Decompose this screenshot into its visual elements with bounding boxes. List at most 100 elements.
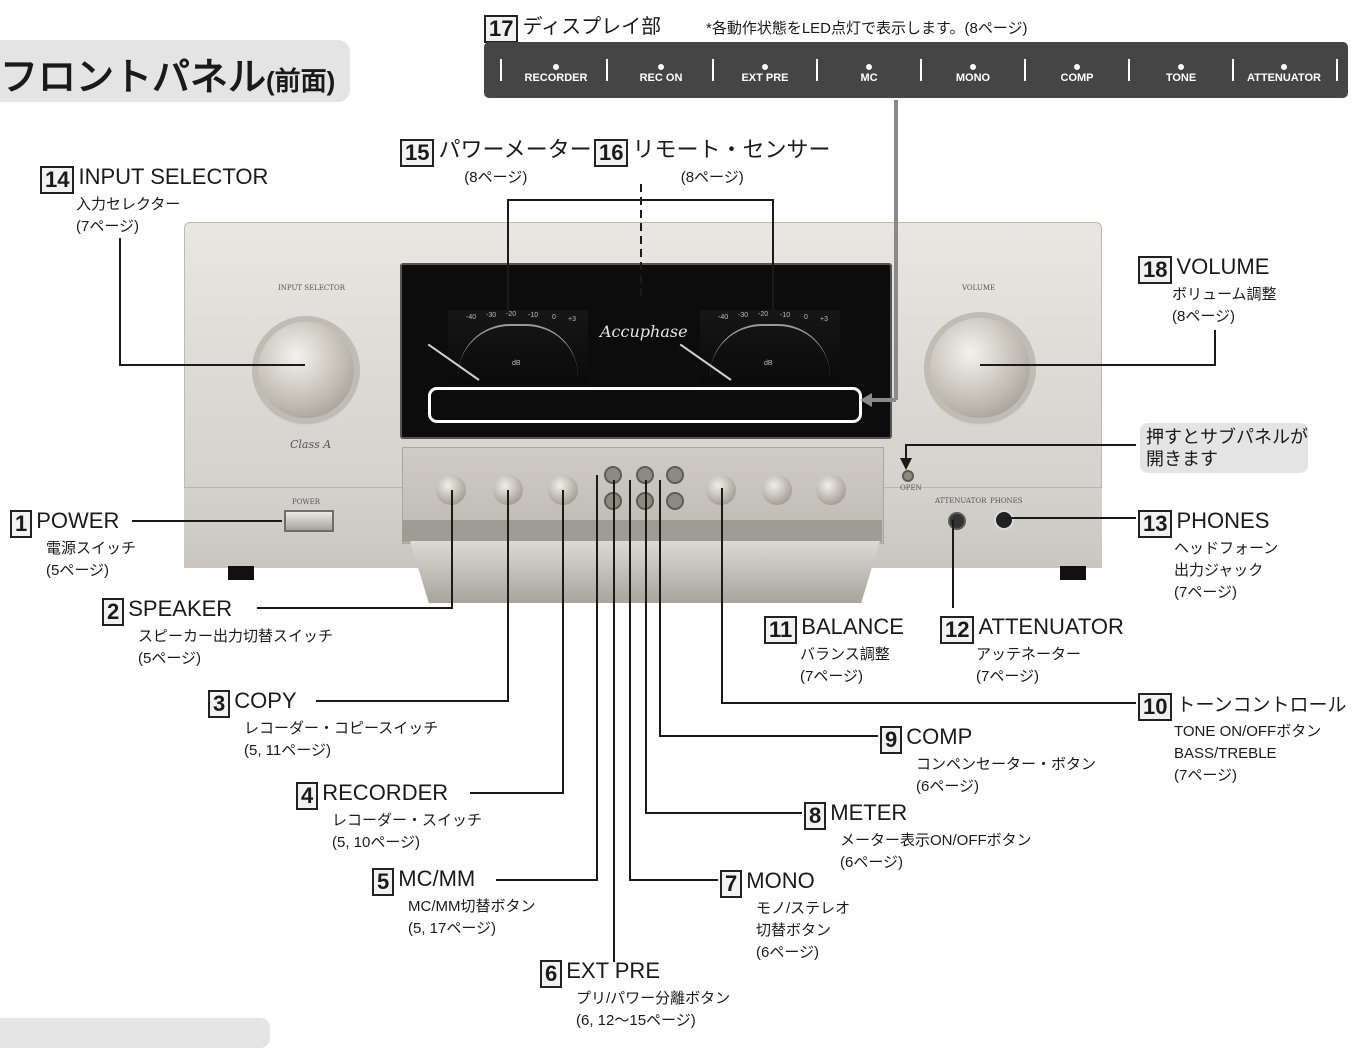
label-desc: レコーダー・コピースイッチ xyxy=(244,719,439,737)
label-page: (7ページ) xyxy=(800,667,864,685)
label-number: 11 xyxy=(764,615,798,644)
leader-7 xyxy=(629,480,718,881)
meter-scale-arc xyxy=(710,324,830,376)
label-desc: アッテネーター xyxy=(976,645,1082,663)
label-number: 9 xyxy=(880,725,903,754)
label-page: (6ページ) xyxy=(756,943,820,961)
arrowhead-icon xyxy=(860,393,872,407)
led-dot-icon xyxy=(970,64,976,70)
label-number: 3 xyxy=(208,689,231,718)
label-desc: コンペンセーター・ボタン xyxy=(916,755,1097,773)
label-number: 12 xyxy=(940,615,975,644)
strip-item-rec-on: REC ON xyxy=(618,42,704,98)
label-number: 18 xyxy=(1138,255,1173,284)
strip-item-mc: MC xyxy=(826,42,912,98)
label-desc: レコーダー・スイッチ xyxy=(332,811,483,829)
sub-panel-label-strip xyxy=(402,520,882,542)
label-desc: 電源スイッチ xyxy=(46,539,137,557)
label-page: (6ページ) xyxy=(916,777,980,795)
strip-item-attenuator: ATTENUATOR xyxy=(1236,42,1332,98)
comp-button[interactable] xyxy=(666,466,684,484)
strip-separator xyxy=(606,59,608,81)
treble-knob[interactable] xyxy=(762,475,792,505)
amplifier-foot xyxy=(1060,566,1086,580)
label-desc: バランス調整 xyxy=(800,645,890,663)
power-engraving: POWER xyxy=(292,498,321,506)
display-heading-text: ディスプレイ部 xyxy=(522,16,662,38)
label-desc: ボリューム調整 xyxy=(1172,285,1277,303)
meter-tick-label: -30 xyxy=(486,312,497,319)
meter-tick-label: -40 xyxy=(718,314,729,321)
label-name: SPEAKER xyxy=(128,596,233,621)
volume-knob[interactable] xyxy=(930,318,1030,418)
leader-5 xyxy=(496,475,598,881)
label-name: リモート・センサー xyxy=(632,137,831,162)
class-a-engraving: Class A xyxy=(290,438,332,451)
strip-separator xyxy=(1336,59,1338,81)
label-name: ATTENUATOR xyxy=(978,614,1124,639)
label-page: (5, 17ページ) xyxy=(408,919,497,937)
label-page: (6, 12〜15ページ) xyxy=(576,1011,696,1029)
label-number: 1 xyxy=(10,509,33,538)
leader-18 xyxy=(980,330,1216,366)
label-number: 16 xyxy=(594,138,629,167)
label-page: (5, 10ページ) xyxy=(332,833,421,851)
tone-button[interactable] xyxy=(666,492,684,510)
label-name: RECORDER xyxy=(322,780,449,805)
open-button[interactable] xyxy=(902,470,914,482)
label-name: パワーメーター xyxy=(438,137,592,162)
strip-item-label: MONO xyxy=(955,72,991,84)
label-page: (5ページ) xyxy=(138,649,202,667)
leader-3 xyxy=(316,490,509,702)
label-page: (8ページ) xyxy=(680,168,744,186)
meter-tick-label: -10 xyxy=(780,312,791,319)
subpanel-callout: 押すとサブパネルが開きます xyxy=(1140,423,1308,473)
label-number: 7 xyxy=(720,869,743,898)
power-meter-left: -40 -30 -20 -10 0 +3 dB xyxy=(427,310,588,385)
leader-9 xyxy=(659,480,878,737)
label-number: 15 xyxy=(400,138,435,167)
label-desc: 切替ボタン xyxy=(756,921,832,939)
strip-separator xyxy=(500,59,502,81)
label-number: 6 xyxy=(540,959,563,988)
label-name: POWER xyxy=(36,508,120,533)
led-dot-icon xyxy=(553,64,559,70)
label-desc: プリ/パワー分離ボタン xyxy=(576,989,731,1007)
strip-item-comp: COMP xyxy=(1034,42,1120,98)
input-selector-knob[interactable] xyxy=(258,322,354,418)
meter-unit: dB xyxy=(764,360,773,367)
volume-engraving: VOLUME xyxy=(962,284,996,292)
label-desc: 入力セレクター xyxy=(76,195,181,213)
leader-callout xyxy=(905,444,1136,468)
label-page: (6ページ) xyxy=(840,853,904,871)
label-name: METER xyxy=(830,800,908,825)
leader-14 xyxy=(119,238,305,366)
led-indicator-highlight xyxy=(428,387,862,423)
phones-jack[interactable] xyxy=(994,510,1014,530)
label-desc: BASS/TREBLE xyxy=(1174,744,1277,762)
balance-knob[interactable] xyxy=(816,475,846,505)
label-page: (8ページ) xyxy=(464,168,528,186)
label-number: 2 xyxy=(102,597,125,626)
display-note: *各動作状態をLED点灯で表示します。(8ページ) xyxy=(706,20,1028,37)
meter-tick-label: -10 xyxy=(528,312,539,319)
label-page: (7ページ) xyxy=(76,217,140,235)
power-button[interactable] xyxy=(284,510,334,532)
strip-separator xyxy=(1232,59,1234,81)
leader-4 xyxy=(470,490,564,794)
label-name: MONO xyxy=(746,868,815,893)
strip-item-mono: MONO xyxy=(930,42,1016,98)
label-desc: TONE ON/OFFボタン xyxy=(1174,722,1322,740)
meter-tick-label: 0 xyxy=(552,314,556,321)
attenuator-engraving: ATTENUATOR xyxy=(935,497,987,505)
